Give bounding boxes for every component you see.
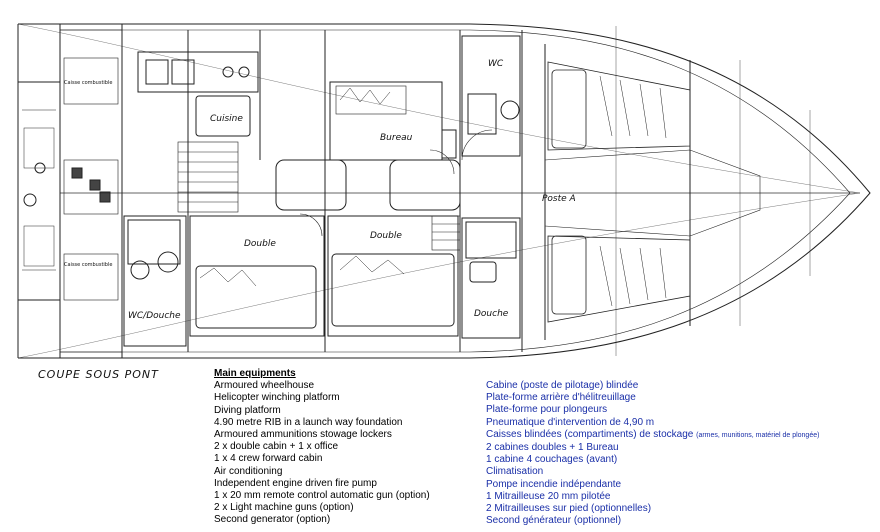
equipment-item-fr: Plate-forme arrière d'hélitreuillage: [486, 392, 636, 404]
equipment-item-fr: Cabine (poste de pilotage) blindée: [486, 380, 639, 391]
equipment-item: 1 x 20 mm remote control automatic gun (…: [214, 490, 430, 502]
equipment-list-en: Main equipments Armoured wheelhouse Heli…: [214, 368, 430, 527]
wc: [461, 35, 521, 157]
equipment-item-fr: 1 cabine 4 couchages (avant): [486, 454, 618, 466]
room-label-double-2: Double: [370, 231, 402, 241]
office: [329, 81, 443, 161]
galley: [137, 51, 259, 93]
room-label-double-1: Double: [244, 239, 276, 249]
room-label-caisse-2: Caisse combustible: [64, 262, 112, 268]
equipment-item: Armoured wheelhouse: [214, 380, 315, 392]
equipment-item-fr: 2 cabines doubles + 1 Bureau: [486, 442, 619, 454]
room-label-wc: WC: [488, 59, 504, 69]
equipment-item-fr: 2 Mitrailleuses sur pied (optionnelles): [486, 503, 652, 515]
equipment-item: 2 x Light machine guns (option): [214, 502, 354, 514]
equipment-item: 2 x double cabin + 1 x office: [214, 441, 339, 453]
plan-title-svg: COUPE SOUS PONT: [38, 368, 159, 381]
room-label-douche: Douche: [474, 309, 509, 319]
engine-room: [59, 29, 123, 353]
equipment-title: Main equipments: [214, 368, 296, 379]
equipment-item-fr-note: (armes, munitions, matériel de plongée): [696, 431, 820, 439]
room-label-bureau: Bureau: [380, 133, 413, 143]
equipment-item-fr-text: Caisses blindées (compartiments) de stoc…: [486, 428, 694, 440]
plan-title-text: COUPE SOUS PONT: [38, 368, 159, 381]
equipment-item: Diving platform: [214, 404, 281, 416]
room-label-wc-douche: WC/Douche: [128, 311, 181, 321]
equipment-item: Armoured ammunitions stowage lockers: [214, 429, 392, 441]
double-cabin-mid: [327, 215, 459, 337]
deck-plan: WC Cuisine Bureau Poste A Double Double …: [17, 23, 871, 359]
equipment-item: Helicopter winching platform: [214, 392, 340, 404]
shower: [461, 217, 521, 339]
equipment-item-fr: 1 Mitrailleuse 20 mm pilotée: [486, 490, 611, 502]
forward-berths: [544, 61, 761, 323]
equipment-item-fr: Second générateur (optionnel): [486, 515, 622, 527]
double-cabin-aft: [189, 215, 325, 337]
equipment-item-fr: Pompe incendie indépendante: [486, 478, 622, 490]
equipment-item: Second generator (option): [214, 514, 331, 526]
equipment-item: 1 x 4 crew forward cabin: [214, 453, 323, 465]
equipment-item-fr: Plate-forme pour plongeurs: [486, 404, 608, 416]
equipment-item: Air conditioning: [214, 465, 283, 477]
room-label-poste: Poste A: [542, 194, 576, 204]
equipment-item-fr: Caisses blindées (compartiments) de stoc…: [486, 429, 819, 442]
equipment-item-fr: Pneumatique d'intervention de 4,90 m: [486, 416, 655, 428]
room-label-cuisine: Cuisine: [210, 114, 243, 124]
hull-outline: [18, 23, 871, 359]
wc-shower: [123, 215, 187, 347]
equipment-item: 4.90 metre RIB in a launch way foundatio…: [214, 416, 403, 428]
equipment-item-fr: Climatisation: [486, 466, 544, 478]
equipment-item: Independent engine driven fire pump: [214, 477, 377, 489]
hull-inner-outline: [60, 29, 851, 353]
stairs: [177, 141, 239, 213]
equipment-list-fr: Cabine (poste de pilotage) blindée Plate…: [486, 380, 819, 527]
room-label-caisse-1: Caisse combustible: [64, 80, 112, 86]
